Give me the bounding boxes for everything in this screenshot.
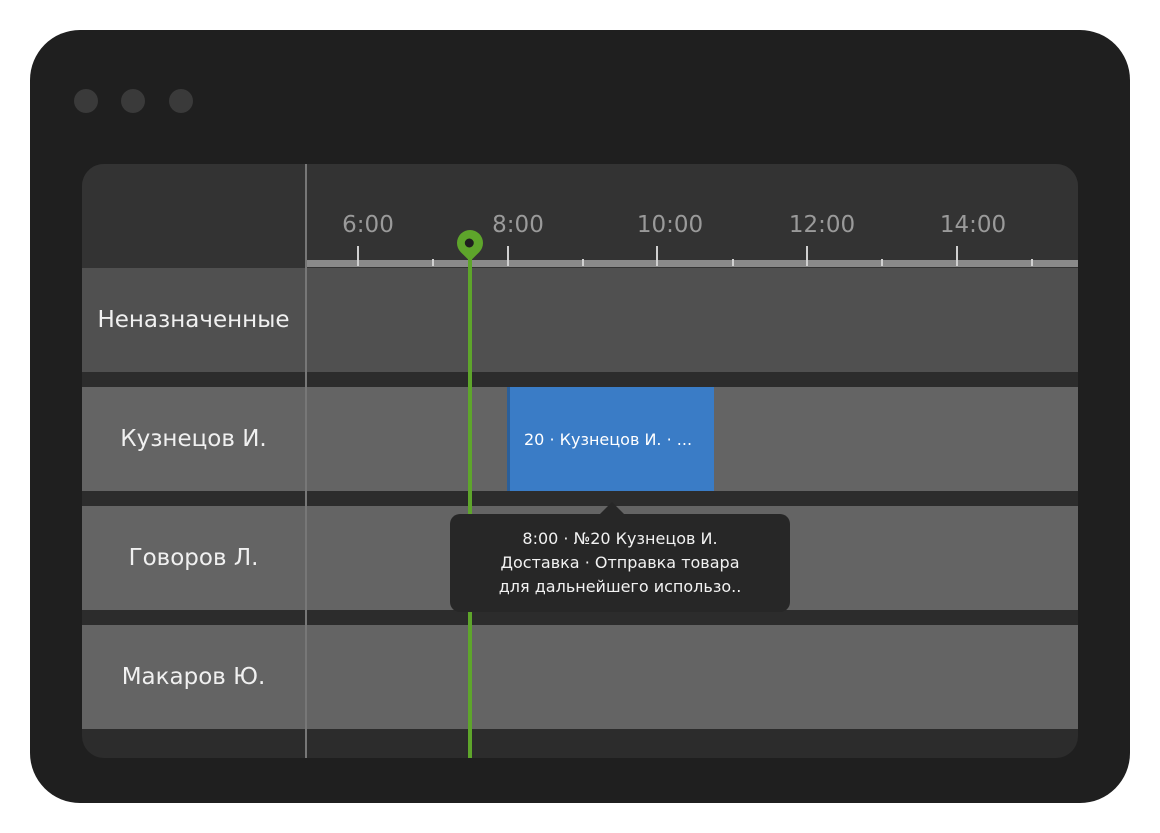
minor-tick	[1031, 259, 1033, 266]
row-label: Макаров Ю.	[121, 664, 266, 690]
minor-tick	[881, 259, 883, 266]
schedule-panel: 6:00 8:00 10:00 12:00 14:00 Неназначенны…	[82, 164, 1078, 758]
time-axis	[306, 260, 1078, 267]
tooltip-line: 8:00 · №20 Кузнецов И.	[522, 529, 718, 548]
hour-label: 8:00	[492, 212, 544, 238]
major-tick	[507, 246, 509, 266]
major-tick	[806, 246, 808, 266]
row-label: Кузнецов И.	[120, 426, 267, 452]
column-divider	[305, 164, 307, 758]
event-block[interactable]: 20 · Кузнецов И. · ...	[507, 387, 714, 491]
row-label: Неназначенные	[97, 307, 290, 333]
row-makarov[interactable]: Макаров Ю.	[82, 625, 1078, 729]
window-dot-close[interactable]	[74, 89, 98, 113]
tooltip-line: для дальнейшего использо..	[498, 577, 742, 596]
minor-tick	[732, 259, 734, 266]
minor-tick	[582, 259, 584, 266]
event-tooltip: 8:00 · №20 Кузнецов И. Доставка · Отправ…	[450, 502, 790, 612]
window-dot-maximize[interactable]	[169, 89, 193, 113]
major-tick	[656, 246, 658, 266]
major-tick	[956, 246, 958, 266]
minor-tick	[432, 259, 434, 266]
hour-label: 14:00	[939, 212, 1007, 238]
row-unassigned[interactable]: Неназначенные	[82, 268, 1078, 372]
window-dot-minimize[interactable]	[121, 89, 145, 113]
major-tick	[357, 246, 359, 266]
hour-label: 12:00	[788, 212, 856, 238]
tooltip-line: Доставка · Отправка товара	[500, 553, 740, 572]
timeline-header: 6:00 8:00 10:00 12:00 14:00	[82, 164, 1078, 268]
current-time-line	[468, 250, 472, 758]
row-label: Говоров Л.	[128, 545, 259, 571]
hour-label: 10:00	[636, 212, 704, 238]
hour-label: 6:00	[342, 212, 394, 238]
